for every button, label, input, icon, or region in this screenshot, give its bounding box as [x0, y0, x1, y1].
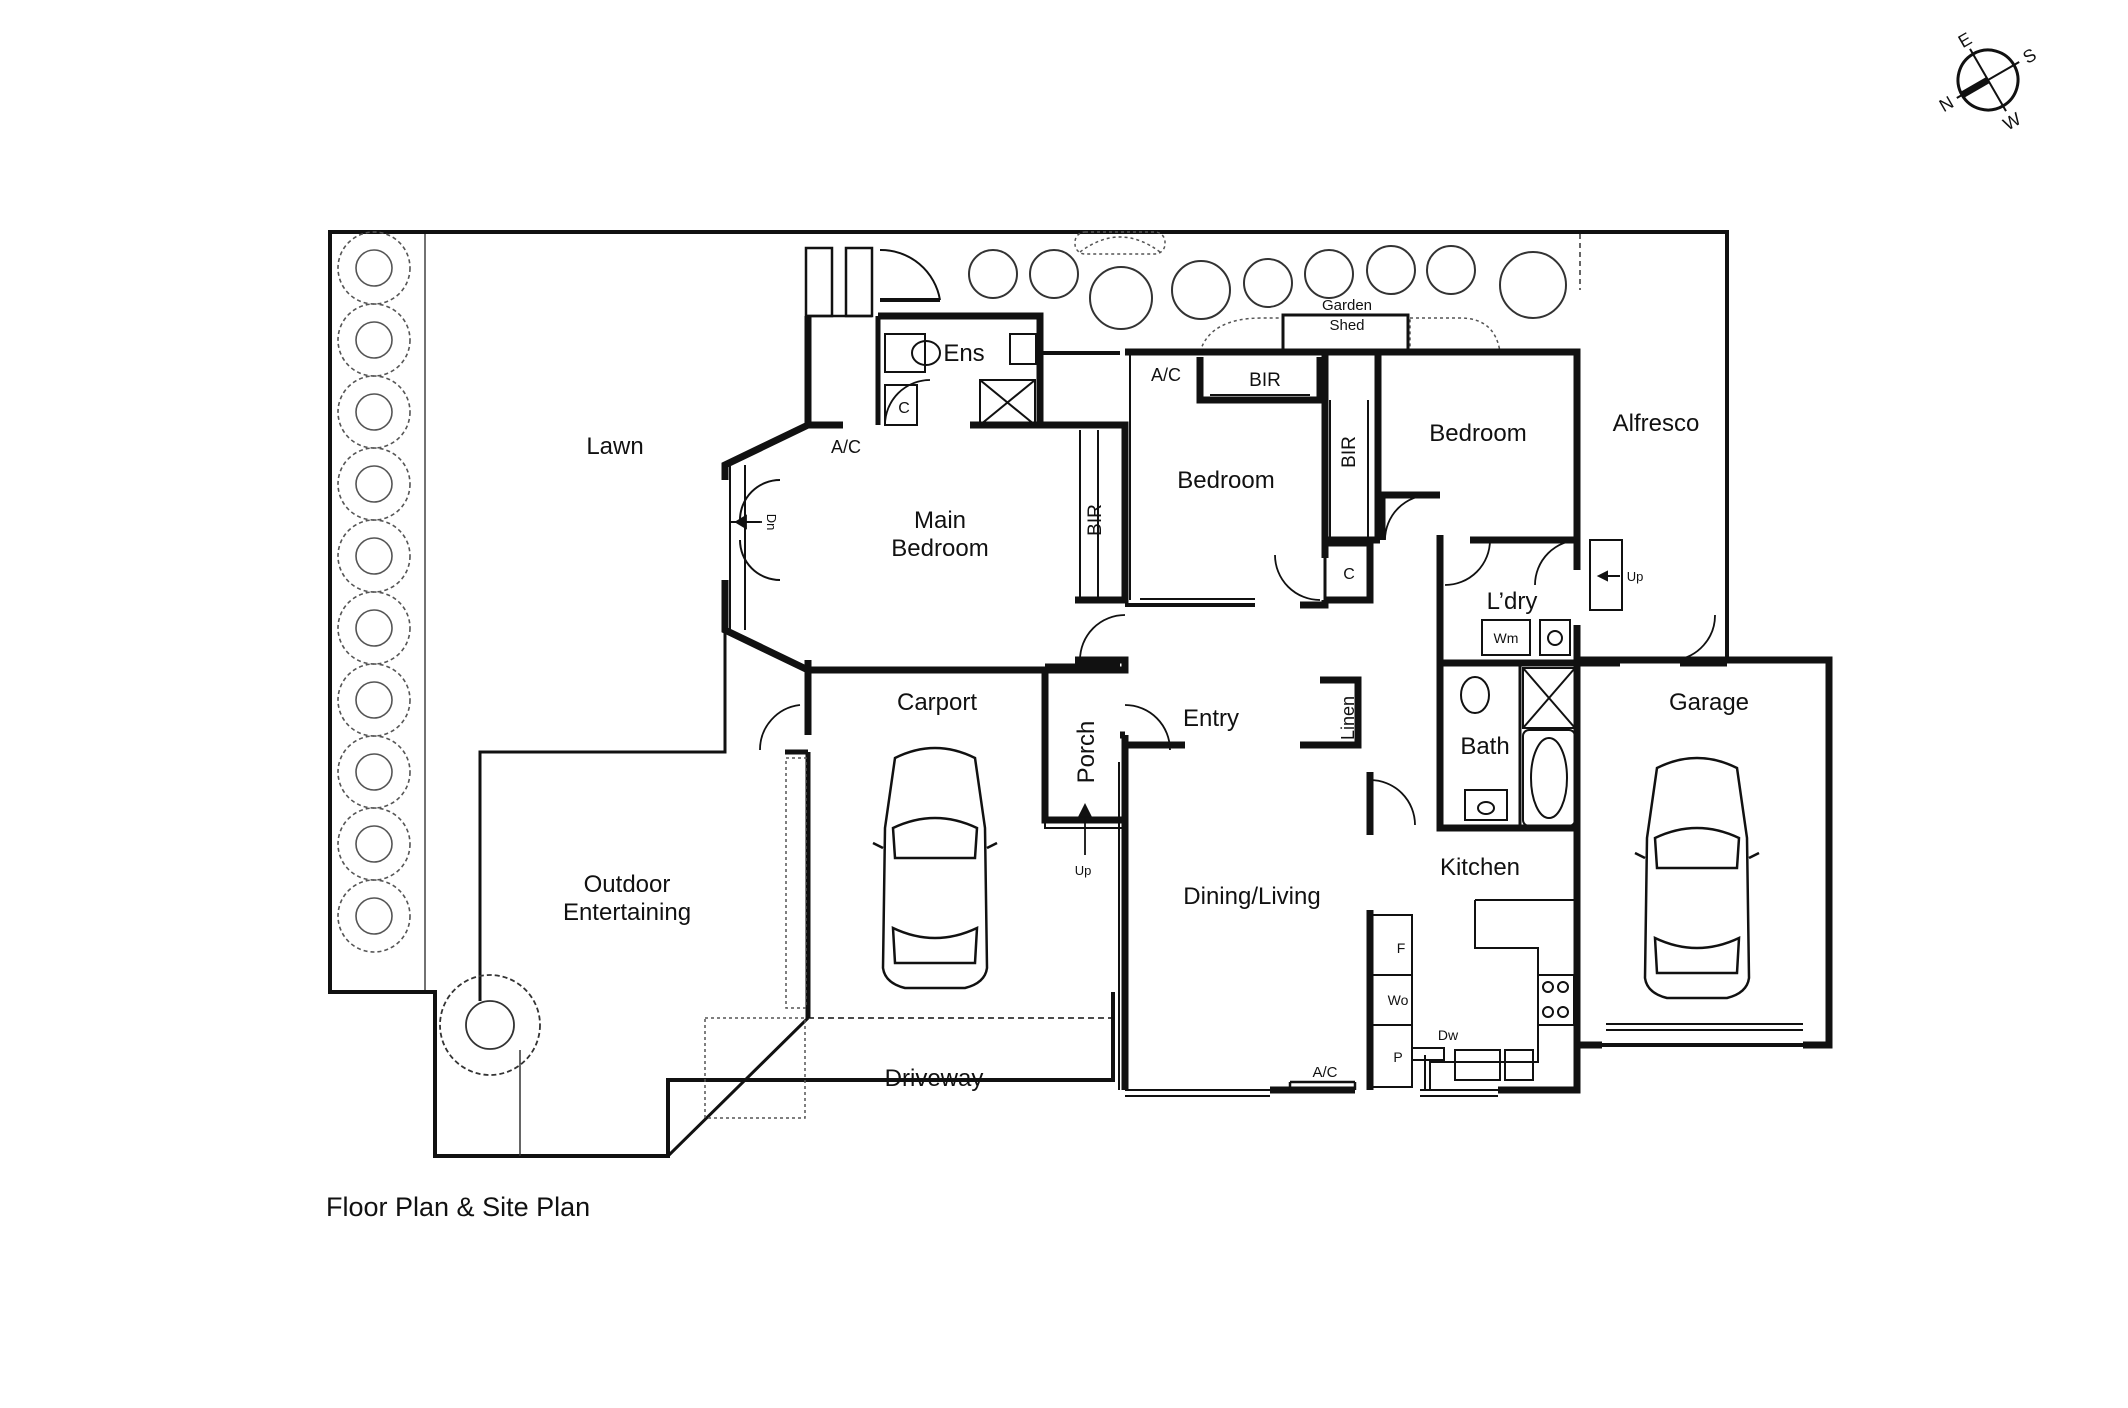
carport-shrubs [704, 757, 807, 1119]
door-swings [759, 379, 1716, 826]
room-label-kitchen: Kitchen [1440, 854, 1520, 881]
stair-down-label: Dn [764, 514, 779, 531]
ac-label-main: A/C [831, 437, 861, 457]
hall-cupboard [1323, 543, 1372, 602]
wall-oven-label: Wo [1388, 992, 1409, 1008]
garage-walls [1577, 656, 1833, 1049]
alfresco-step [1589, 539, 1623, 611]
room-label-driveway: Driveway [885, 1065, 984, 1092]
windows [1118, 351, 1803, 1097]
car-icon-garage [1634, 756, 1760, 1000]
room-label-dining-living: Dining/Living [1183, 883, 1320, 910]
bins [804, 246, 874, 318]
plan-caption: Floor Plan & Site Plan [326, 1192, 591, 1222]
bir-label-main: BIR [1085, 504, 1106, 536]
compass-s: S [2019, 44, 2039, 67]
room-label-porch: Porch [1073, 721, 1100, 784]
room-label-garage: Garage [1669, 689, 1749, 716]
linen-label: Linen [1338, 696, 1358, 740]
room-label-ensuite: Ens [943, 340, 984, 367]
kitchen-fixtures [1369, 899, 1578, 1090]
bath-fixtures [1460, 667, 1576, 827]
bir-label-bedroom2: BIR [1339, 436, 1360, 468]
cupboard-label-ens: C [898, 400, 910, 417]
garden-shed-label-1: Garden [1322, 297, 1372, 314]
side-gate [879, 248, 941, 302]
pantry-label: P [1393, 1049, 1402, 1065]
washing-machine-label: Wm [1494, 630, 1519, 646]
car-icon-carport [872, 746, 998, 990]
porch [1044, 667, 1125, 829]
fridge-label: F [1397, 940, 1406, 956]
compass-e: E [1955, 28, 1975, 51]
room-label-laundry: L’dry [1487, 588, 1538, 615]
top-shrubs [968, 245, 1567, 330]
room-label-entry: Entry [1183, 705, 1239, 732]
dishwasher-label: Dw [1438, 1027, 1459, 1043]
stair-down-arrow [734, 514, 762, 530]
room-label-bedroom-1: Bedroom [1177, 467, 1274, 494]
ensuite-fixtures [884, 333, 1037, 426]
ac-units [1288, 1080, 1357, 1090]
bir-wardrobes [1079, 394, 1369, 600]
room-label-outdoor-2: Entertaining [563, 899, 691, 926]
room-label-lawn: Lawn [586, 433, 643, 460]
compass-w: W [2000, 109, 2025, 135]
room-label-bedroom-2: Bedroom [1429, 420, 1526, 447]
stair-up-porch-label: Up [1075, 863, 1092, 878]
cupboard-label-hall: C [1343, 566, 1355, 583]
room-label-alfresco: Alfresco [1613, 410, 1700, 437]
laundry-fixtures [1481, 619, 1571, 656]
room-label-main-bedroom-1: Main [914, 507, 966, 534]
carport-outline [785, 670, 811, 1018]
garden-shed-label-2: Shed [1329, 317, 1364, 334]
ac-label-living: A/C [1312, 1064, 1337, 1081]
room-label-bath: Bath [1460, 733, 1509, 760]
stair-up-alfresco-label: Up [1627, 569, 1644, 584]
hedge-shrubs [337, 231, 411, 953]
main-bedroom-doors [729, 465, 781, 630]
room-label-outdoor-1: Outdoor [584, 871, 671, 898]
porch-up-arrow [1077, 802, 1093, 855]
room-label-carport: Carport [897, 689, 977, 716]
outdoor-entertaining-outline [478, 630, 810, 1158]
ac-label-bedroom: A/C [1151, 365, 1181, 385]
bir-label-bedroom1: BIR [1249, 370, 1281, 391]
tree-outdoor [439, 974, 541, 1156]
compass-n: N [1936, 92, 1957, 116]
compass-icon: N E S W [1936, 28, 2040, 135]
room-label-main-bedroom-2: Bedroom [891, 535, 988, 562]
